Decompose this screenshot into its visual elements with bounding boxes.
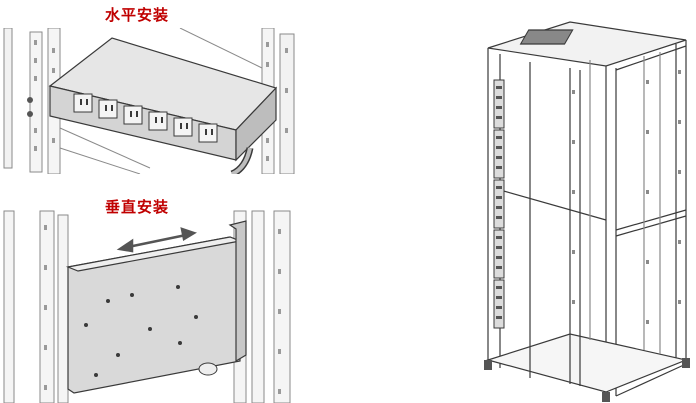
horizontal-mount-illustration: [0, 28, 300, 174]
vertical-mount-illustration: [0, 205, 300, 403]
vertical-mount-title: 垂直安装: [105, 198, 170, 216]
horizontal-mount-title: 水平安装: [105, 6, 170, 24]
rack-cabinet-illustration: [470, 0, 696, 403]
